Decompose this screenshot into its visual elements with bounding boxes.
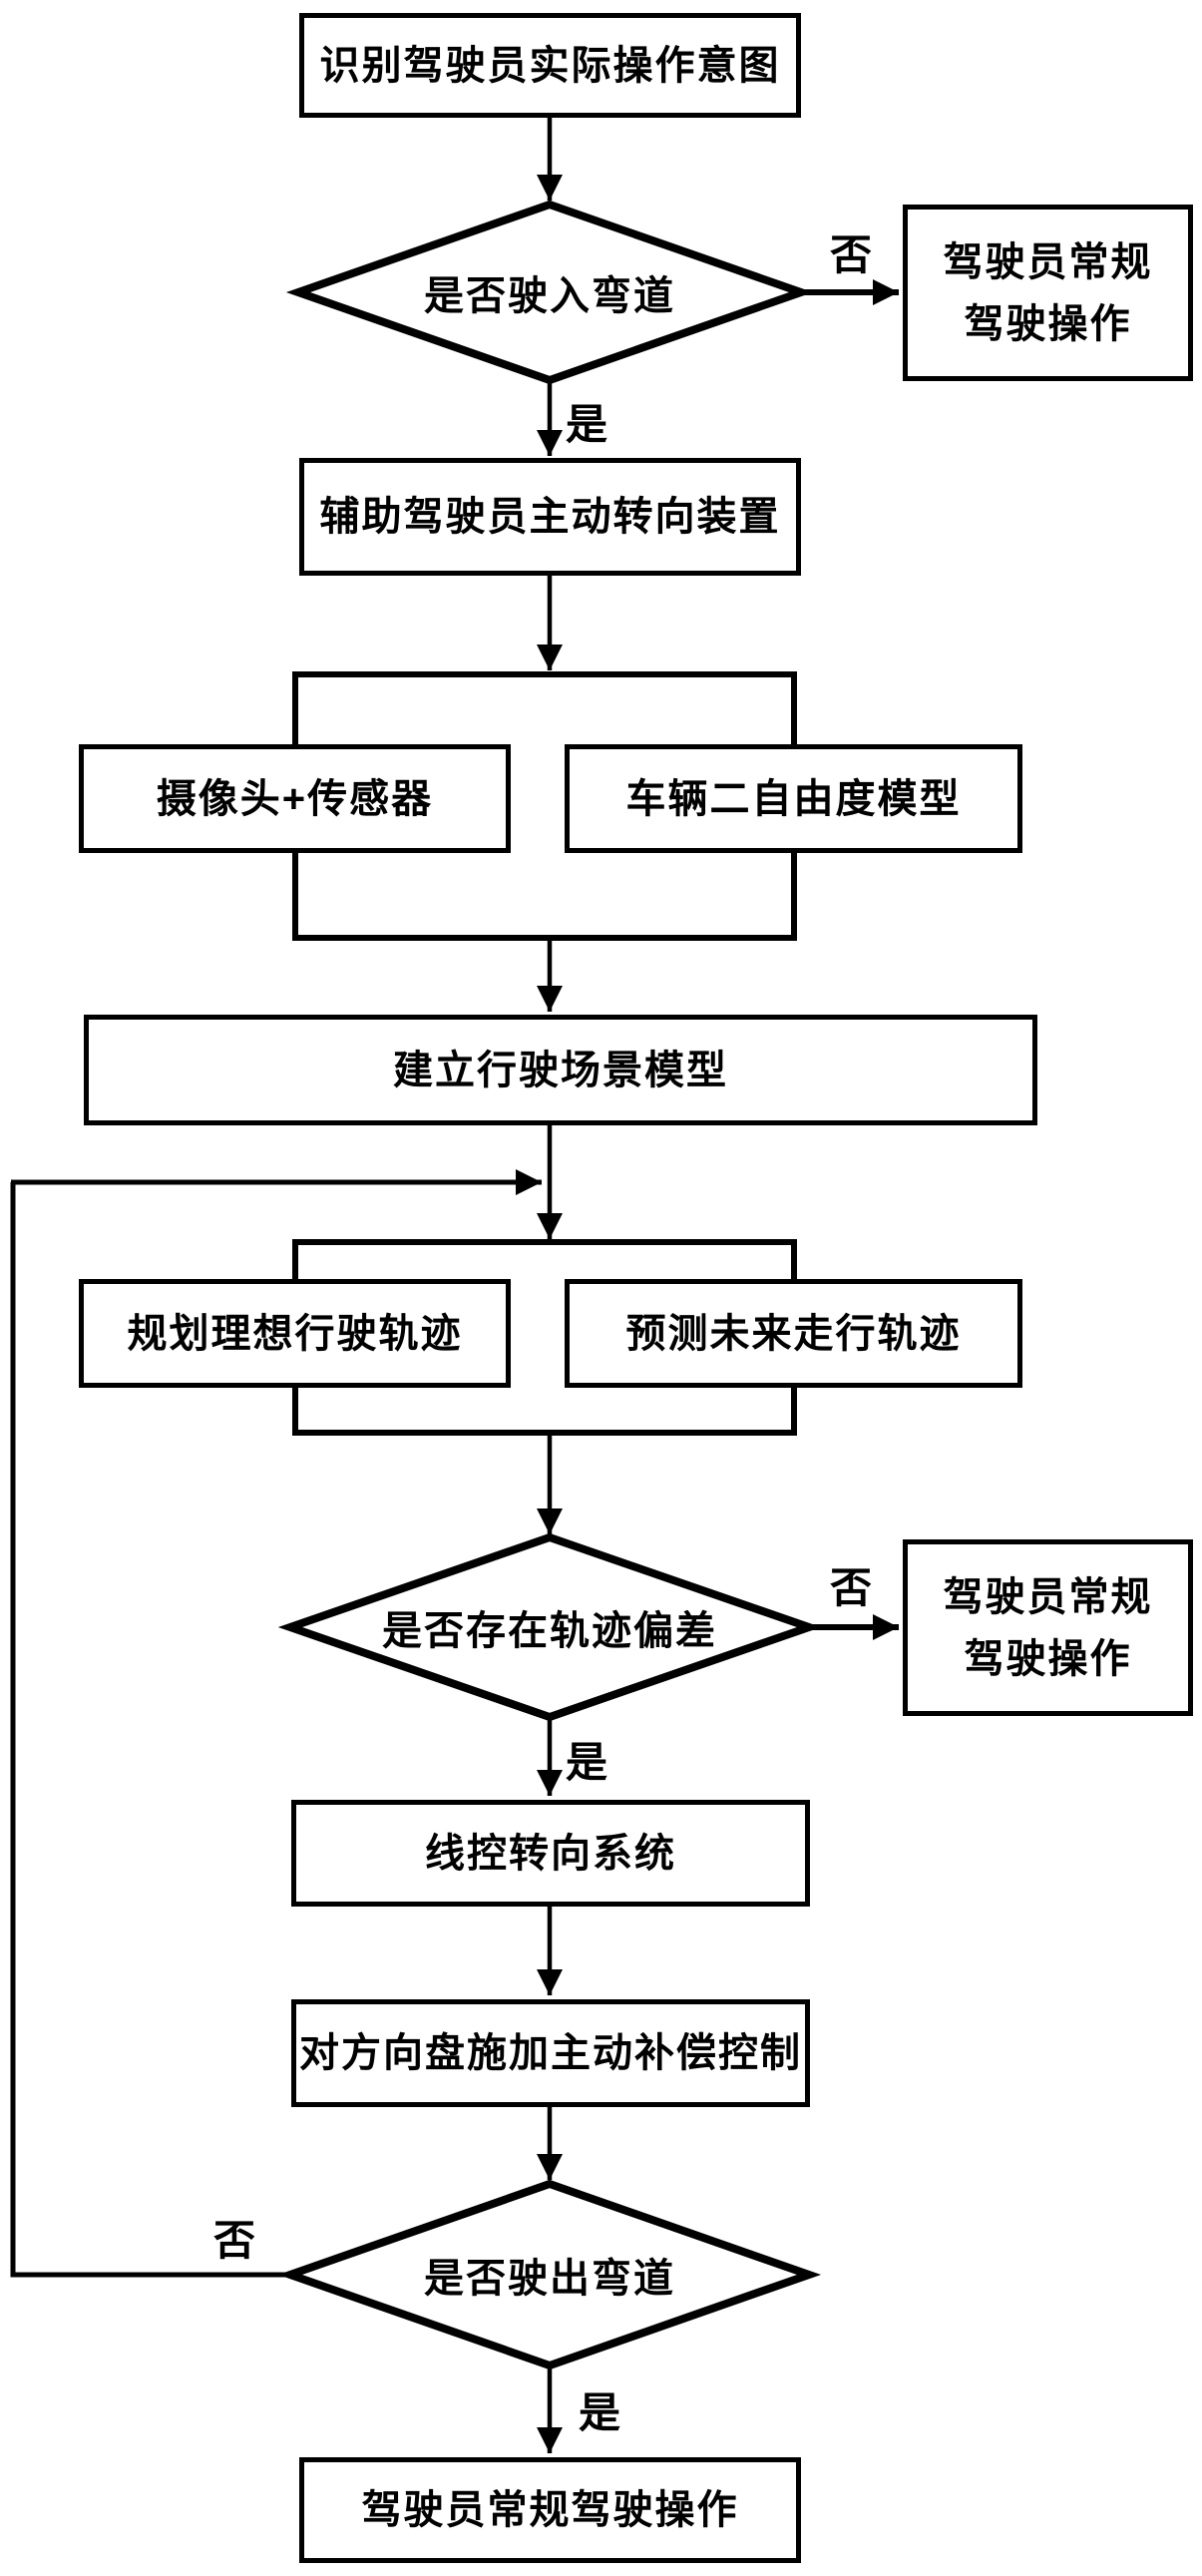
diamond-trajectory-deviation-label: 是否存在轨迹偏差	[382, 1609, 717, 1653]
node-driving-scene-model: 建立行驶场景模型	[84, 1015, 1037, 1125]
node-identify-intent-label: 识别驾驶员实际操作意图	[319, 43, 781, 88]
edge-label-no-1: 否	[830, 231, 873, 278]
split-rail-2	[292, 1239, 797, 1283]
node-identify-intent: 识别驾驶员实际操作意图	[299, 13, 801, 118]
node-normal-driving-end: 驾驶员常规驾驶操作	[299, 2457, 801, 2563]
node-plan-ideal-trajectory: 规划理想行驶轨迹	[79, 1279, 511, 1388]
node-normal-driving-2-line1: 驾驶员常规	[943, 1574, 1153, 1619]
node-plan-ideal-trajectory-label: 规划理想行驶轨迹	[127, 1311, 463, 1356]
node-steer-by-wire: 线控转向系统	[291, 1800, 810, 1907]
node-normal-driving-2: 驾驶员常规 驾驶操作	[903, 1539, 1193, 1716]
node-driving-scene-model-label: 建立行驶场景模型	[393, 1048, 728, 1092]
merge-rail-1	[292, 853, 797, 941]
edge-label-yes-3: 是	[579, 2389, 621, 2436]
diamond-enter-curve-label: 是否驶入弯道	[424, 274, 675, 318]
node-normal-driving-end-label: 驾驶员常规驾驶操作	[361, 2488, 739, 2532]
node-active-steering-device: 辅助驾驶员主动转向装置	[299, 458, 801, 576]
node-active-compensation-label: 对方向盘施加主动补偿控制	[299, 2031, 802, 2075]
split-rail-1	[292, 671, 797, 748]
node-vehicle-2dof-model: 车辆二自由度模型	[565, 744, 1022, 853]
loop-back-rail	[10, 1182, 290, 2278]
node-camera-sensor: 摄像头+传感器	[79, 744, 511, 853]
node-steer-by-wire-label: 线控转向系统	[425, 1831, 676, 1876]
node-active-steering-device-label: 辅助驾驶员主动转向装置	[319, 495, 781, 539]
edge-label-yes-1: 是	[566, 401, 608, 448]
node-normal-driving-1: 驾驶员常规 驾驶操作	[903, 205, 1193, 381]
node-normal-driving-2-line2: 驾驶操作	[964, 1636, 1132, 1681]
diamond-exit-curve-label: 是否驶出弯道	[424, 2257, 675, 2301]
node-normal-driving-1-line2: 驾驶操作	[964, 301, 1132, 346]
node-vehicle-2dof-model-label: 车辆二自由度模型	[625, 776, 962, 821]
edge-label-yes-2: 是	[566, 1739, 608, 1786]
edge-label-no-2: 否	[830, 1564, 873, 1611]
node-predict-future-trajectory: 预测未来走行轨迹	[565, 1279, 1022, 1388]
node-active-compensation: 对方向盘施加主动补偿控制	[291, 1999, 810, 2107]
node-normal-driving-1-line1: 驾驶员常规	[943, 239, 1153, 284]
node-camera-sensor-label: 摄像头+传感器	[156, 776, 434, 821]
node-predict-future-trajectory-label: 预测未来走行轨迹	[625, 1311, 962, 1356]
edge-label-no-3: 否	[213, 2217, 256, 2264]
merge-rail-2	[292, 1388, 797, 1436]
